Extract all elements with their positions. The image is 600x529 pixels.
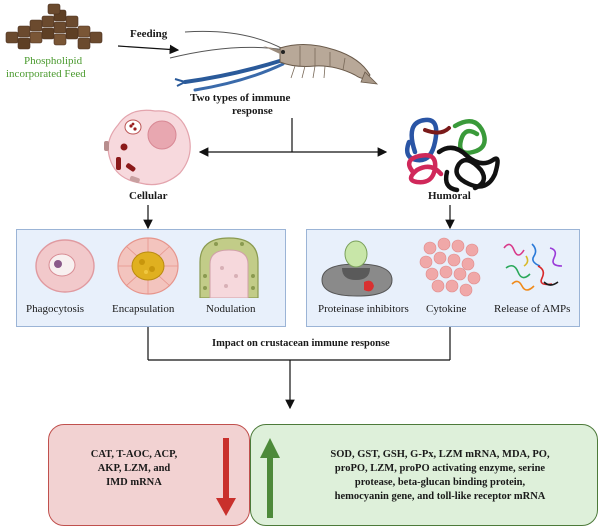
feed-pellets-icon [5, 3, 103, 50]
cellular-label: Cellular [129, 190, 168, 202]
decreased-box [48, 424, 250, 526]
impact-label: Impact on crustacean immune response [212, 338, 390, 349]
cellular-item-phagocytosis: Phagocytosis [26, 303, 85, 315]
increased-box [250, 424, 598, 526]
shrimp-icon [169, 30, 379, 92]
feeding-label: Feeding [130, 28, 168, 40]
humoral-label: Humoral [428, 190, 471, 202]
increased-line-3: protease, beta-glucan binding protein, [354, 477, 526, 488]
humoral-item-proteinase-inhibitors: Proteinase inhibitors [318, 303, 409, 315]
humoral-item-cytokine: Cytokine [426, 303, 467, 315]
decreased-line-2: AKP, LZM, and [97, 463, 171, 474]
increased-line-4: hemocyanin gene, and toll-like receptor … [334, 491, 546, 502]
increased-line-1: SOD, GST, GSH, G-Px, LZM mRNA, MDA, PO, [330, 449, 550, 460]
decrease-arrow-icon [216, 438, 236, 516]
immune-title-line1: Two types of immune [190, 92, 291, 104]
humoral-molecules-icon [405, 117, 500, 193]
hemocyte-cell-icon [104, 109, 191, 186]
feed-label-line2: incorporated Feed [6, 68, 86, 80]
immune-title-line2: response [232, 105, 273, 117]
increase-arrow-icon [260, 438, 280, 518]
nodulation-icon [199, 237, 259, 298]
cytokine-icon [419, 237, 481, 297]
cellular-item-encapsulation: Encapsulation [112, 303, 175, 315]
amp-release-icon [503, 243, 563, 291]
cellular-item-nodulation: Nodulation [206, 303, 256, 315]
feed-label-line1: Phospholipid [24, 55, 83, 67]
phagocytosis-icon [35, 239, 95, 293]
encapsulation-icon [117, 237, 179, 295]
humoral-item-release-of-amps: Release of AMPs [494, 303, 571, 315]
proteinase-inhibitor-icon [321, 240, 393, 297]
increased-line-2: proPO, LZM, proPO activating enzyme, ser… [334, 463, 546, 474]
decreased-line-3: IMD mRNA [106, 477, 162, 488]
decreased-line-1: CAT, T-AOC, ACP, [90, 449, 178, 460]
